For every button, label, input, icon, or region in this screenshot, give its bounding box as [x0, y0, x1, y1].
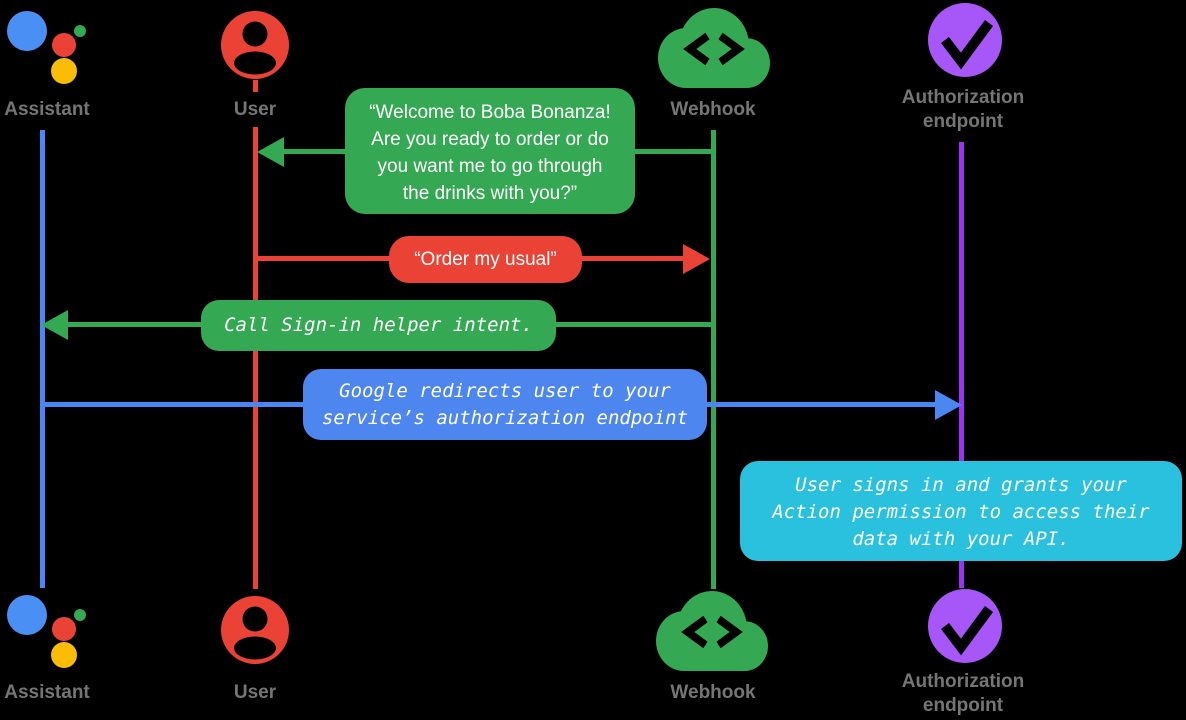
assistant-label-bottom: Assistant: [4, 682, 90, 703]
assistant-blue-dot: [7, 11, 47, 51]
authorization-check-icon-bottom: [928, 589, 1002, 663]
authorization-label-top-line2: endpoint: [922, 111, 1004, 132]
user-icon: [221, 11, 289, 79]
user-lifeline-stub: [253, 80, 258, 92]
redirect-arrowhead-right-icon: [935, 390, 962, 420]
authorization-lifeline: [959, 142, 964, 588]
welcome-message-box: “Welcome to Boba Bonanza! Are you ready …: [345, 88, 635, 214]
redirect-line-2: service’s authorization endpoint: [321, 407, 689, 429]
assistant-yellow-dot: [51, 642, 77, 668]
welcome-line-2: Are you ready to order or do: [371, 129, 609, 150]
user-icon-bottom: [221, 596, 289, 664]
order-arrow-line-right: [582, 256, 684, 261]
signin-arrowhead-left-icon: [41, 310, 68, 340]
welcome-line-3: you want me to go through: [377, 156, 603, 177]
code-right-chevron-icon: [718, 32, 745, 66]
welcome-arrowhead-left-icon: [257, 137, 284, 167]
webhook-lifeline: [711, 130, 716, 589]
assistant-blue-dot: [7, 595, 47, 635]
signin-arrow-line-right: [556, 322, 714, 327]
authorization-check-icon: [928, 3, 1002, 77]
order-arrow-line-left: [257, 256, 389, 261]
note-message-box: User signs in and grants your Action per…: [740, 461, 1182, 561]
webhook-label-top: Webhook: [670, 99, 756, 120]
assistant-lifeline: [40, 130, 45, 588]
note-line-2: Action permission to access their: [772, 501, 1150, 523]
redirect-message-box: Google redirects user to your service’s …: [303, 369, 707, 440]
assistant-red-dot: [52, 617, 76, 641]
welcome-line-4: the drinks with you?”: [402, 183, 578, 204]
note-line-1: User signs in and grants your: [795, 474, 1127, 496]
note-line-3: data with your API.: [852, 528, 1070, 550]
webhook-cloud-icon-bottom: [656, 591, 768, 671]
user-label-top: User: [233, 99, 277, 120]
assistant-yellow-dot: [51, 58, 77, 84]
assistant-label-top: Assistant: [4, 99, 90, 120]
assistant-red-dot: [52, 33, 76, 57]
signin-arrow-line-left: [66, 322, 201, 327]
order-message-box: “Order my usual”: [389, 236, 582, 283]
assistant-green-dot: [74, 609, 86, 621]
redirect-line-1: Google redirects user to your: [339, 380, 671, 402]
authorization-label-top: Authorization endpoint: [898, 86, 1028, 134]
user-lifeline: [253, 127, 258, 589]
webhook-label-bottom: Webhook: [670, 682, 756, 703]
welcome-arrow-line-right: [635, 149, 714, 154]
assistant-green-dot: [74, 25, 86, 37]
authorization-label-top-line1: Authorization: [901, 87, 1025, 108]
welcome-arrow-line-left: [270, 149, 345, 154]
redirect-arrow-line-left: [42, 402, 303, 407]
code-right-chevron-icon: [716, 615, 743, 649]
authorization-label-bottom-line2: endpoint: [922, 695, 1004, 716]
code-left-chevron-icon: [681, 615, 708, 649]
assistant-logo-icon-bottom: [7, 595, 87, 669]
assistant-logo-icon: [7, 11, 87, 85]
signin-message-box: Call Sign-in helper intent.: [201, 300, 556, 351]
welcome-line-1: “Welcome to Boba Bonanza!: [369, 102, 611, 123]
authorization-label-bottom: Authorization endpoint: [898, 670, 1028, 718]
order-arrowhead-right-icon: [683, 244, 710, 274]
authorization-label-bottom-line1: Authorization: [901, 671, 1025, 692]
webhook-cloud-icon: [658, 8, 770, 88]
redirect-arrow-line-right: [707, 402, 937, 407]
code-left-chevron-icon: [683, 32, 710, 66]
user-label-bottom: User: [233, 682, 277, 703]
